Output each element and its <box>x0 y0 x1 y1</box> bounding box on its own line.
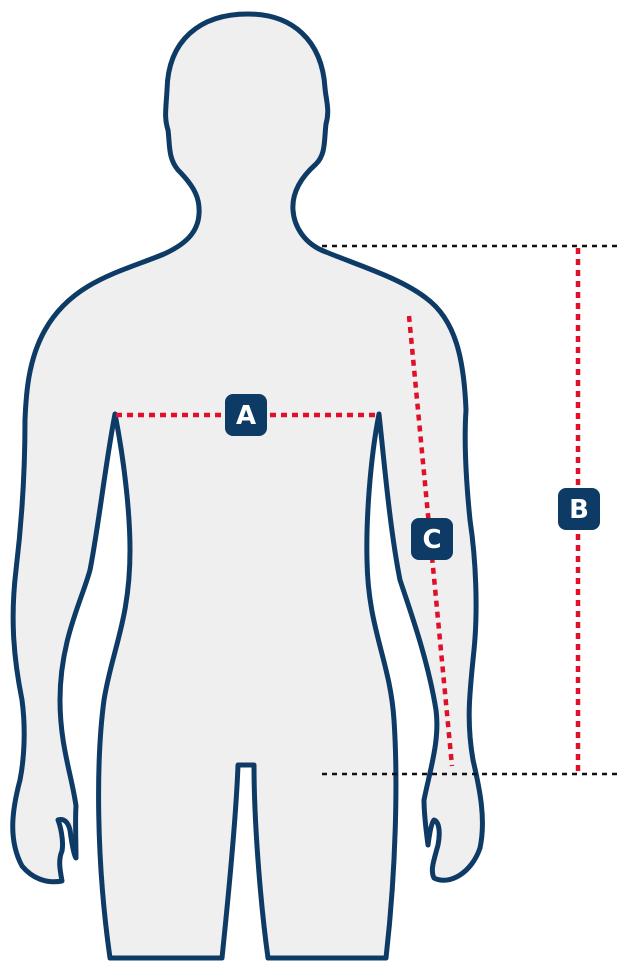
arm-badge-label: C <box>422 525 441 555</box>
chest-badge: A <box>225 394 267 436</box>
length-badge: B <box>558 488 600 530</box>
body-silhouette <box>13 14 483 958</box>
chest-badge-label: A <box>236 401 256 431</box>
arm-badge: C <box>411 518 453 560</box>
length-badge-label: B <box>569 495 589 525</box>
